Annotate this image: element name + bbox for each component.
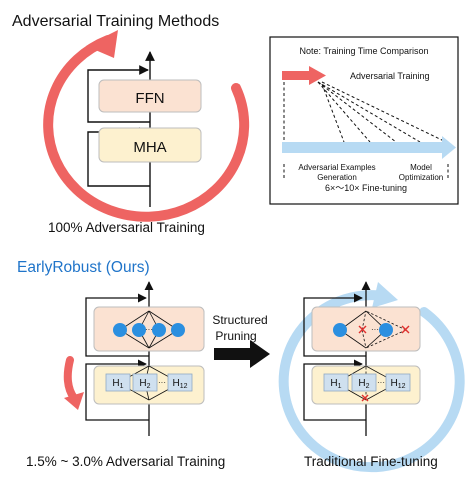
- ffn-node: [171, 323, 185, 337]
- ffn-label: FFN: [135, 90, 164, 107]
- fine-tuning-bar: [282, 142, 444, 153]
- head-box: [105, 373, 131, 392]
- head-label: H1: [112, 378, 123, 390]
- head-label: H2: [358, 378, 369, 390]
- earlyrobust-title: EarlyRobust (Ours): [17, 259, 150, 276]
- adv-training-bar: [282, 71, 310, 80]
- opt-label-2: Optimization: [399, 173, 443, 182]
- ffn-box-right: [311, 306, 421, 352]
- ffn-node: [113, 323, 127, 337]
- ffn-node: [379, 323, 393, 337]
- mha-label: MHA: [133, 139, 166, 156]
- ffn-node: [333, 323, 347, 337]
- head-label: H2: [139, 378, 150, 390]
- structured-pruning-arrow: Structured Pruning: [212, 313, 270, 368]
- ratio-label: 6×～10× Fine-tuning: [325, 183, 407, 193]
- head-box: [323, 373, 349, 392]
- head-ellipsis: ···: [158, 378, 166, 387]
- fine-tuning-caption: Traditional Fine-tuning: [304, 454, 438, 469]
- red-cycle-arrow: [43, 30, 250, 222]
- ffn-box: [98, 79, 202, 113]
- pruned-marks: [358, 325, 410, 402]
- head-box: [385, 373, 411, 392]
- transformer-block-top: FFN MHA: [87, 51, 202, 207]
- ffn-node: [132, 323, 146, 337]
- gen-label-1: Adversarial Examples: [298, 163, 375, 172]
- blue-cycle-arrow: [278, 282, 465, 473]
- head-label: H12: [390, 378, 405, 390]
- partial-adversarial-caption: 1.5% ~ 3.0% Adversarial Training: [26, 454, 226, 469]
- head-box: [132, 373, 158, 392]
- red-curved-arrow-left: [63, 356, 84, 410]
- transformer-block-left: ··· H1 H2 ··· H12: [85, 281, 205, 436]
- ffn-box-left: [93, 306, 205, 352]
- head-label: H12: [172, 378, 187, 390]
- transformer-block-right: ··· H1 H2 ··· H12: [303, 281, 421, 436]
- head-label: H1: [330, 378, 341, 390]
- ffn-ellipsis: ···: [145, 325, 153, 334]
- adv-training-label: Adversarial Training: [350, 71, 430, 81]
- pruning-label-1: Structured: [212, 313, 267, 327]
- head-box: [351, 373, 377, 392]
- note-box: Note: Training Time Comparison Adversari…: [269, 36, 459, 205]
- adversarial-methods-title: Adversarial Training Methods: [12, 13, 220, 30]
- full-adversarial-caption: 100% Adversarial Training: [48, 220, 205, 235]
- ffn-node: [152, 323, 166, 337]
- note-title: Note: Training Time Comparison: [299, 46, 428, 56]
- mha-box: [98, 127, 202, 163]
- opt-label-1: Model: [410, 163, 432, 172]
- gen-label-2: Generation: [317, 173, 357, 182]
- pruning-label-2: Pruning: [215, 329, 256, 343]
- head-box: [167, 373, 193, 392]
- head-ellipsis: ···: [377, 378, 385, 387]
- ffn-ellipsis: ···: [371, 325, 379, 334]
